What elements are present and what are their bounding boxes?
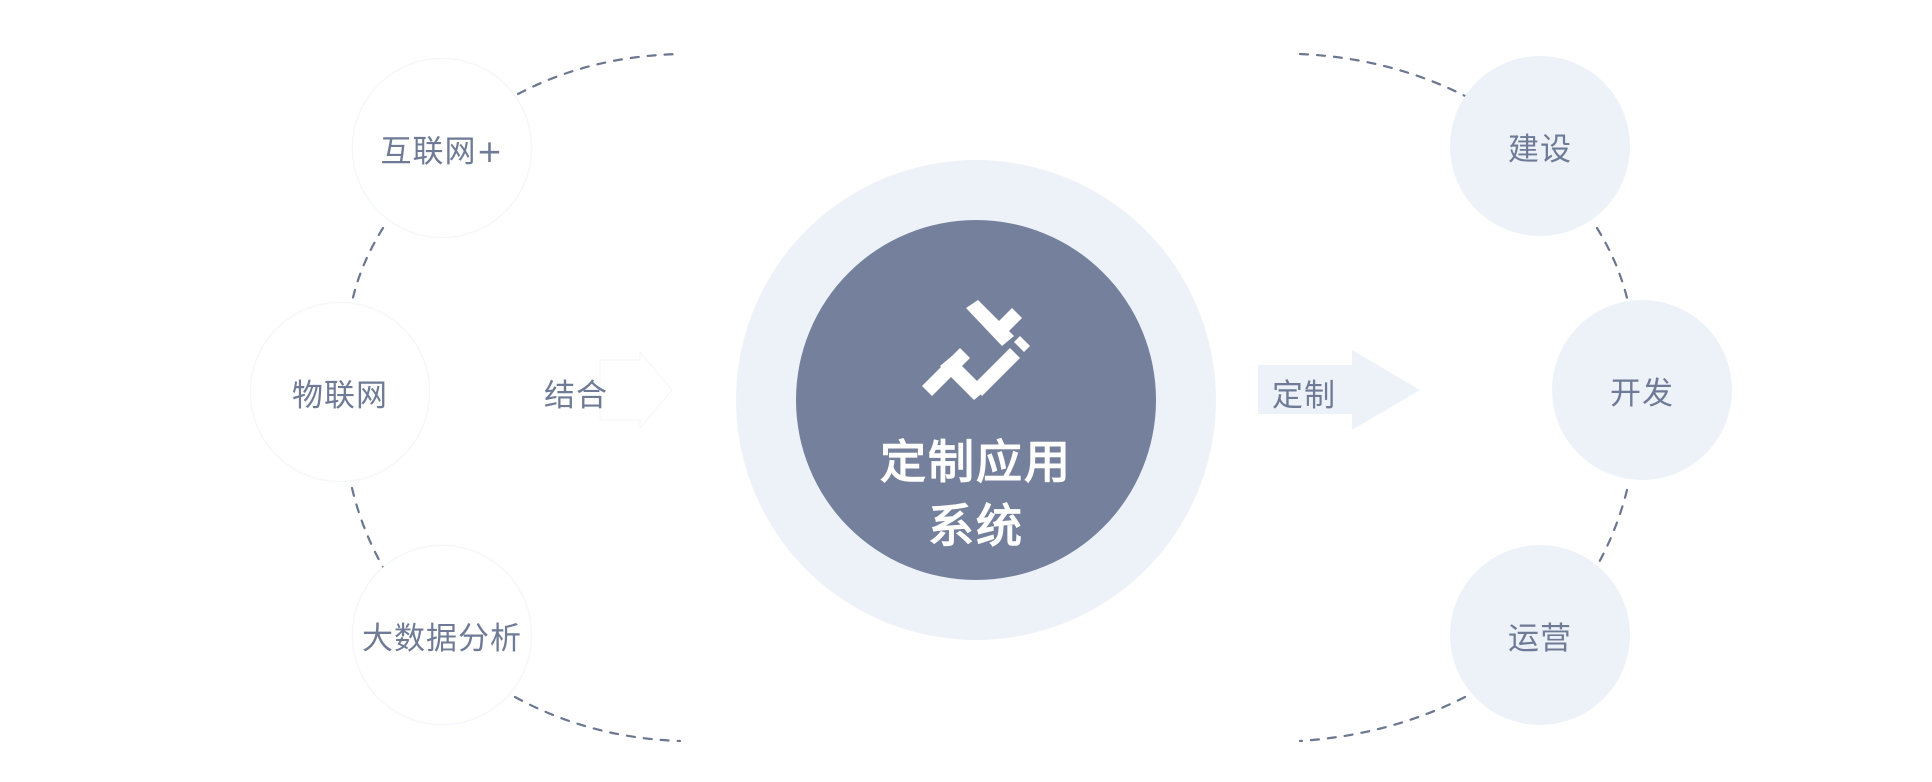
connector-bottom-right-arc [1298, 695, 1467, 743]
node-iot: 物联网 [250, 302, 430, 482]
customize-label: 定制 [1272, 378, 1336, 414]
connector-internet-iot [350, 226, 385, 304]
combine-arrow-shape [599, 350, 673, 430]
node-label: 物联网 [292, 377, 388, 414]
connector-develop-operate [1595, 488, 1629, 568]
hub-title: 定制应用 系统 [796, 430, 1156, 558]
hub-title-line-2: 系统 [928, 499, 1024, 553]
node-label: 开发 [1610, 375, 1674, 412]
customize-arrow-shape [1258, 350, 1420, 430]
connector-top-left-arc [516, 52, 682, 96]
node-internet-plus: 互联网+ [352, 58, 532, 238]
node-label: 大数据分析 [362, 620, 522, 657]
connector-build-develop [1595, 226, 1629, 300]
connector-bottom-left-arc [513, 695, 682, 743]
node-big-data-analysis: 大数据分析 [352, 545, 532, 725]
node-operate: 运营 [1450, 545, 1630, 725]
connector-iot-bigdata [350, 486, 385, 569]
node-develop: 开发 [1552, 300, 1732, 480]
node-build: 建设 [1450, 56, 1630, 236]
node-label: 建设 [1508, 131, 1572, 168]
runner-icon [922, 300, 1030, 400]
hub-title-line-1: 定制应用 [880, 435, 1072, 489]
node-label: 互联网+ [380, 133, 504, 170]
hub-core-circle [796, 220, 1156, 580]
connector-top-right-arc [1298, 52, 1467, 98]
node-label: 运营 [1508, 620, 1572, 657]
combine-label: 结合 [544, 378, 608, 414]
